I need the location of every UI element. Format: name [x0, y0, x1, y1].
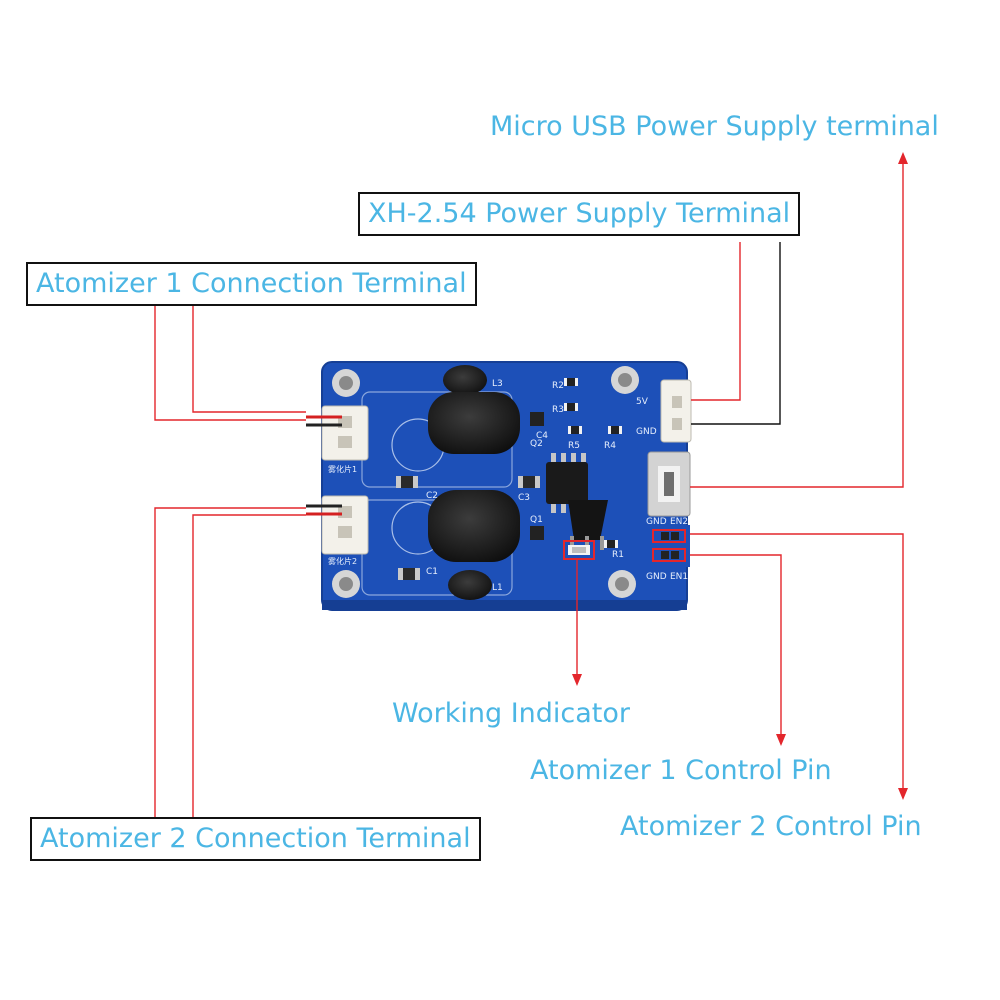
micro-usb-port [647, 451, 691, 517]
label-atomizer1-pin: Atomizer 1 Control Pin [530, 755, 832, 786]
silk-r3: R3 [552, 405, 564, 415]
silk-header2: 雾化片2 [328, 556, 357, 566]
silk-c4: C4 [536, 431, 548, 441]
label-micro-usb: Micro USB Power Supply terminal [490, 111, 939, 142]
mounting-holes [332, 366, 639, 598]
label-working-indicator: Working Indicator [392, 698, 631, 729]
inductor-l3 [428, 365, 520, 454]
silk-gnd: GND [636, 427, 657, 437]
silk-gnd1: GND [646, 572, 667, 582]
control-pin-header [648, 525, 690, 567]
silk-r5: R5 [568, 441, 580, 451]
transistors [530, 412, 544, 540]
resistors [564, 378, 622, 548]
inductor-l1 [428, 490, 520, 600]
silk-en1: EN1 [670, 572, 688, 582]
label-xh254: XH-2.54 Power Supply Terminal [358, 192, 801, 236]
silk-l1: L1 [492, 583, 503, 593]
silk-r4: R4 [604, 441, 616, 451]
pcb-edge-shade [322, 600, 687, 610]
silk-q1: Q1 [530, 515, 543, 525]
label-atomizer2-terminal: Atomizer 2 Connection Terminal [30, 817, 481, 861]
silk-l3: L3 [492, 379, 503, 389]
label-atomizer1-terminal: Atomizer 1 Connection Terminal [26, 262, 477, 306]
silk-q2: Q2 [530, 439, 543, 449]
atomizer1-connector [321, 405, 369, 461]
leader-lines [154, 160, 904, 818]
silk-gnd2: GND [646, 517, 667, 527]
silk-header1: 雾化片1 [328, 464, 357, 474]
connector-wires [306, 415, 342, 516]
silk-5v: 5V [636, 397, 649, 407]
silk-r1: R1 [612, 550, 624, 560]
xh254-header [660, 379, 692, 443]
silk-c2: C2 [426, 491, 438, 501]
capacitors [396, 476, 540, 580]
silk-c1: C1 [426, 567, 438, 577]
atomizer2-connector [321, 495, 369, 555]
leader-arrowheads [572, 152, 908, 800]
silk-en2: EN2 [670, 517, 688, 527]
working-indicator-led [563, 540, 595, 560]
to92-transistor [568, 500, 608, 550]
label-atomizer2-pin: Atomizer 2 Control Pin [620, 811, 922, 842]
silk-r2: R2 [552, 381, 564, 391]
silk-c3: C3 [518, 493, 530, 503]
